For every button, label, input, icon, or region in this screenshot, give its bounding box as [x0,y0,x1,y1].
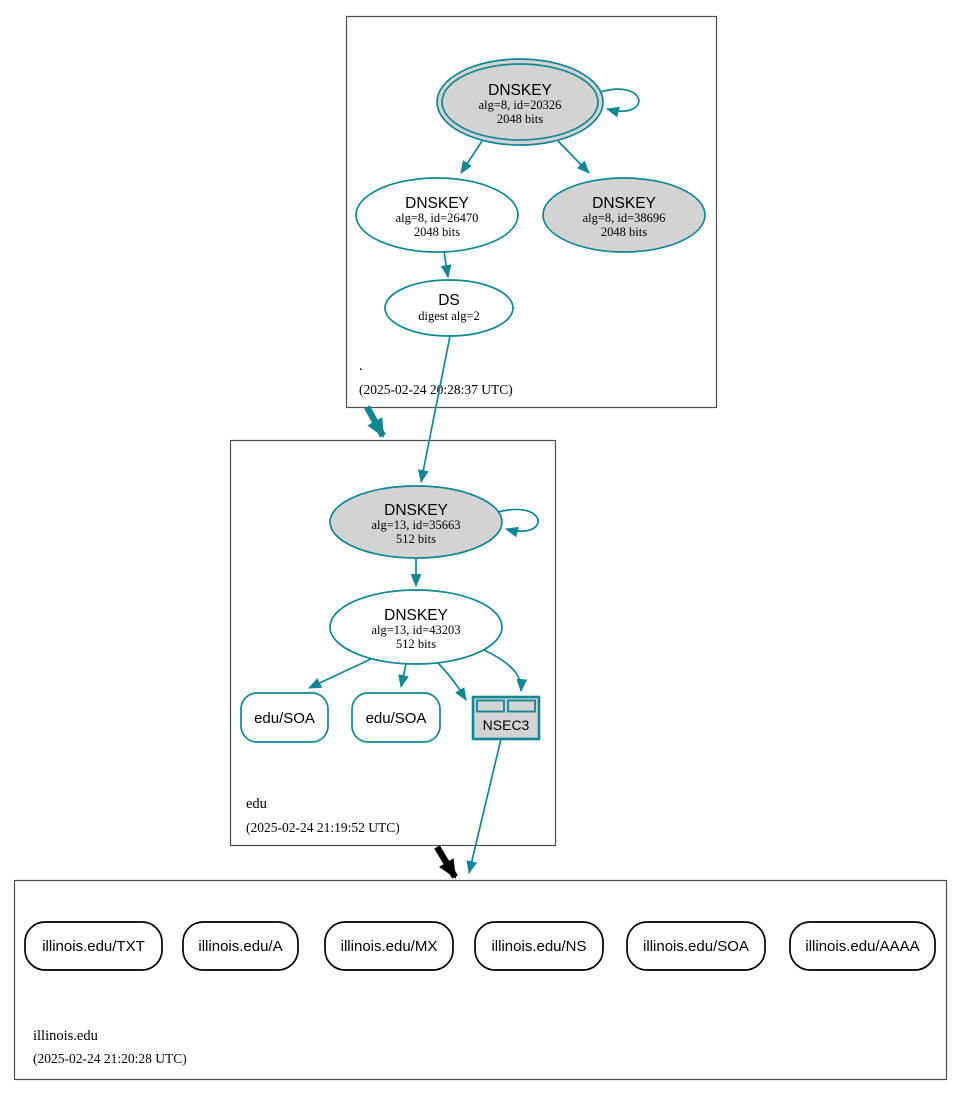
edge-root-ds-to-edu-ksk [418,335,451,484]
node-illinois-edu-ns[interactable]: illinois.edu/NS [474,921,604,971]
node-title: DNSKEY [405,195,469,212]
node-edu-zsk-dnskey-43203[interactable]: DNSKEY alg=13, id=43203 512 bits [329,589,503,665]
node-root-ds[interactable]: DS digest alg=2 [384,279,514,337]
zone-label-root: . [359,358,363,374]
zone-box-illinois-edu [13,879,948,1081]
node-title: DS [438,292,460,309]
edge-edu-ksk-self-loop [497,508,539,538]
rrset-label: edu/SOA [254,710,315,727]
node-title: DNSKEY [384,607,448,624]
node-root-zsk-dnskey-26470[interactable]: DNSKEY alg=8, id=26470 2048 bits [355,177,519,253]
nsec3-cell-right [507,699,536,713]
edge-root-ksk-self-loop [599,88,640,118]
edge-delegation-root-to-edu [364,405,386,438]
edge-edu-zsk-to-soa-1 [308,658,372,689]
rrset-label: illinois.edu/NS [491,938,586,955]
node-title: DNSKEY [488,82,552,99]
node-detail: 512 bits [396,532,436,546]
node-detail: alg=8, id=38696 [583,211,666,225]
edge-root-zsk-to-ds [440,251,452,279]
zone-timestamp-edu: (2025-02-24 21:19:52 UTC) [246,820,400,835]
edge-delegation-edu-to-illinois-insecure [434,845,458,879]
node-edu-soa-1[interactable]: edu/SOA [240,692,329,743]
node-root-dnskey-38696[interactable]: DNSKEY alg=8, id=38696 2048 bits [542,177,706,253]
edge-edu-nsec3-to-illinois [466,738,502,875]
edge-root-ksk-to-dnskey-38696 [557,140,590,174]
rrset-label: illinois.edu/MX [341,938,438,955]
node-edu-soa-2[interactable]: edu/SOA [351,692,441,743]
rrset-label: illinois.edu/TXT [42,938,145,955]
node-detail: alg=8, id=26470 [396,211,479,225]
node-illinois-edu-txt[interactable]: illinois.edu/TXT [24,921,163,971]
node-detail: 2048 bits [414,225,460,239]
zone-timestamp-illinois-edu: (2025-02-24 21:20:28 UTC) [33,1051,187,1066]
node-detail: 512 bits [396,637,436,651]
node-illinois-edu-a[interactable]: illinois.edu/A [182,921,299,971]
zone-box-edu [229,439,557,847]
rrset-label: edu/SOA [366,710,427,727]
nsec3-label: NSEC3 [483,717,530,733]
node-detail: 2048 bits [601,225,647,239]
nsec3-cell-left [476,699,505,713]
node-illinois-edu-mx[interactable]: illinois.edu/MX [324,921,454,971]
rrset-label: illinois.edu/SOA [643,938,749,955]
node-edu-ksk-dnskey-35663[interactable]: DNSKEY alg=13, id=35663 512 bits [329,485,503,559]
zone-label-edu: edu [246,796,267,812]
node-root-ksk-dnskey-20326[interactable]: DNSKEY alg=8, id=20326 2048 bits [436,58,604,146]
node-illinois-edu-soa[interactable]: illinois.edu/SOA [626,921,766,971]
edge-root-ksk-to-zsk [460,140,483,174]
node-detail: alg=13, id=35663 [371,518,460,532]
edge-edu-zsk-to-nsec3-right [483,649,528,693]
zone-timestamp-root: (2025-02-24 20:28:37 UTC) [359,382,513,397]
node-detail: 2048 bits [497,112,543,126]
node-title: DNSKEY [592,195,656,212]
node-edu-nsec3[interactable]: NSEC3 [471,695,541,741]
edge-edu-zsk-to-nsec3-left [437,662,467,701]
node-detail: alg=8, id=20326 [479,98,562,112]
node-detail: digest alg=2 [418,309,480,323]
node-illinois-edu-aaaa[interactable]: illinois.edu/AAAA [789,921,936,971]
rrset-label: illinois.edu/A [198,938,282,955]
edge-edu-zsk-to-soa-2 [398,663,409,689]
zone-box-root [345,15,718,409]
rrset-label: illinois.edu/AAAA [805,938,919,955]
node-detail: alg=13, id=43203 [371,623,460,637]
node-title: DNSKEY [384,502,448,519]
zone-label-illinois-edu: illinois.edu [33,1028,98,1044]
